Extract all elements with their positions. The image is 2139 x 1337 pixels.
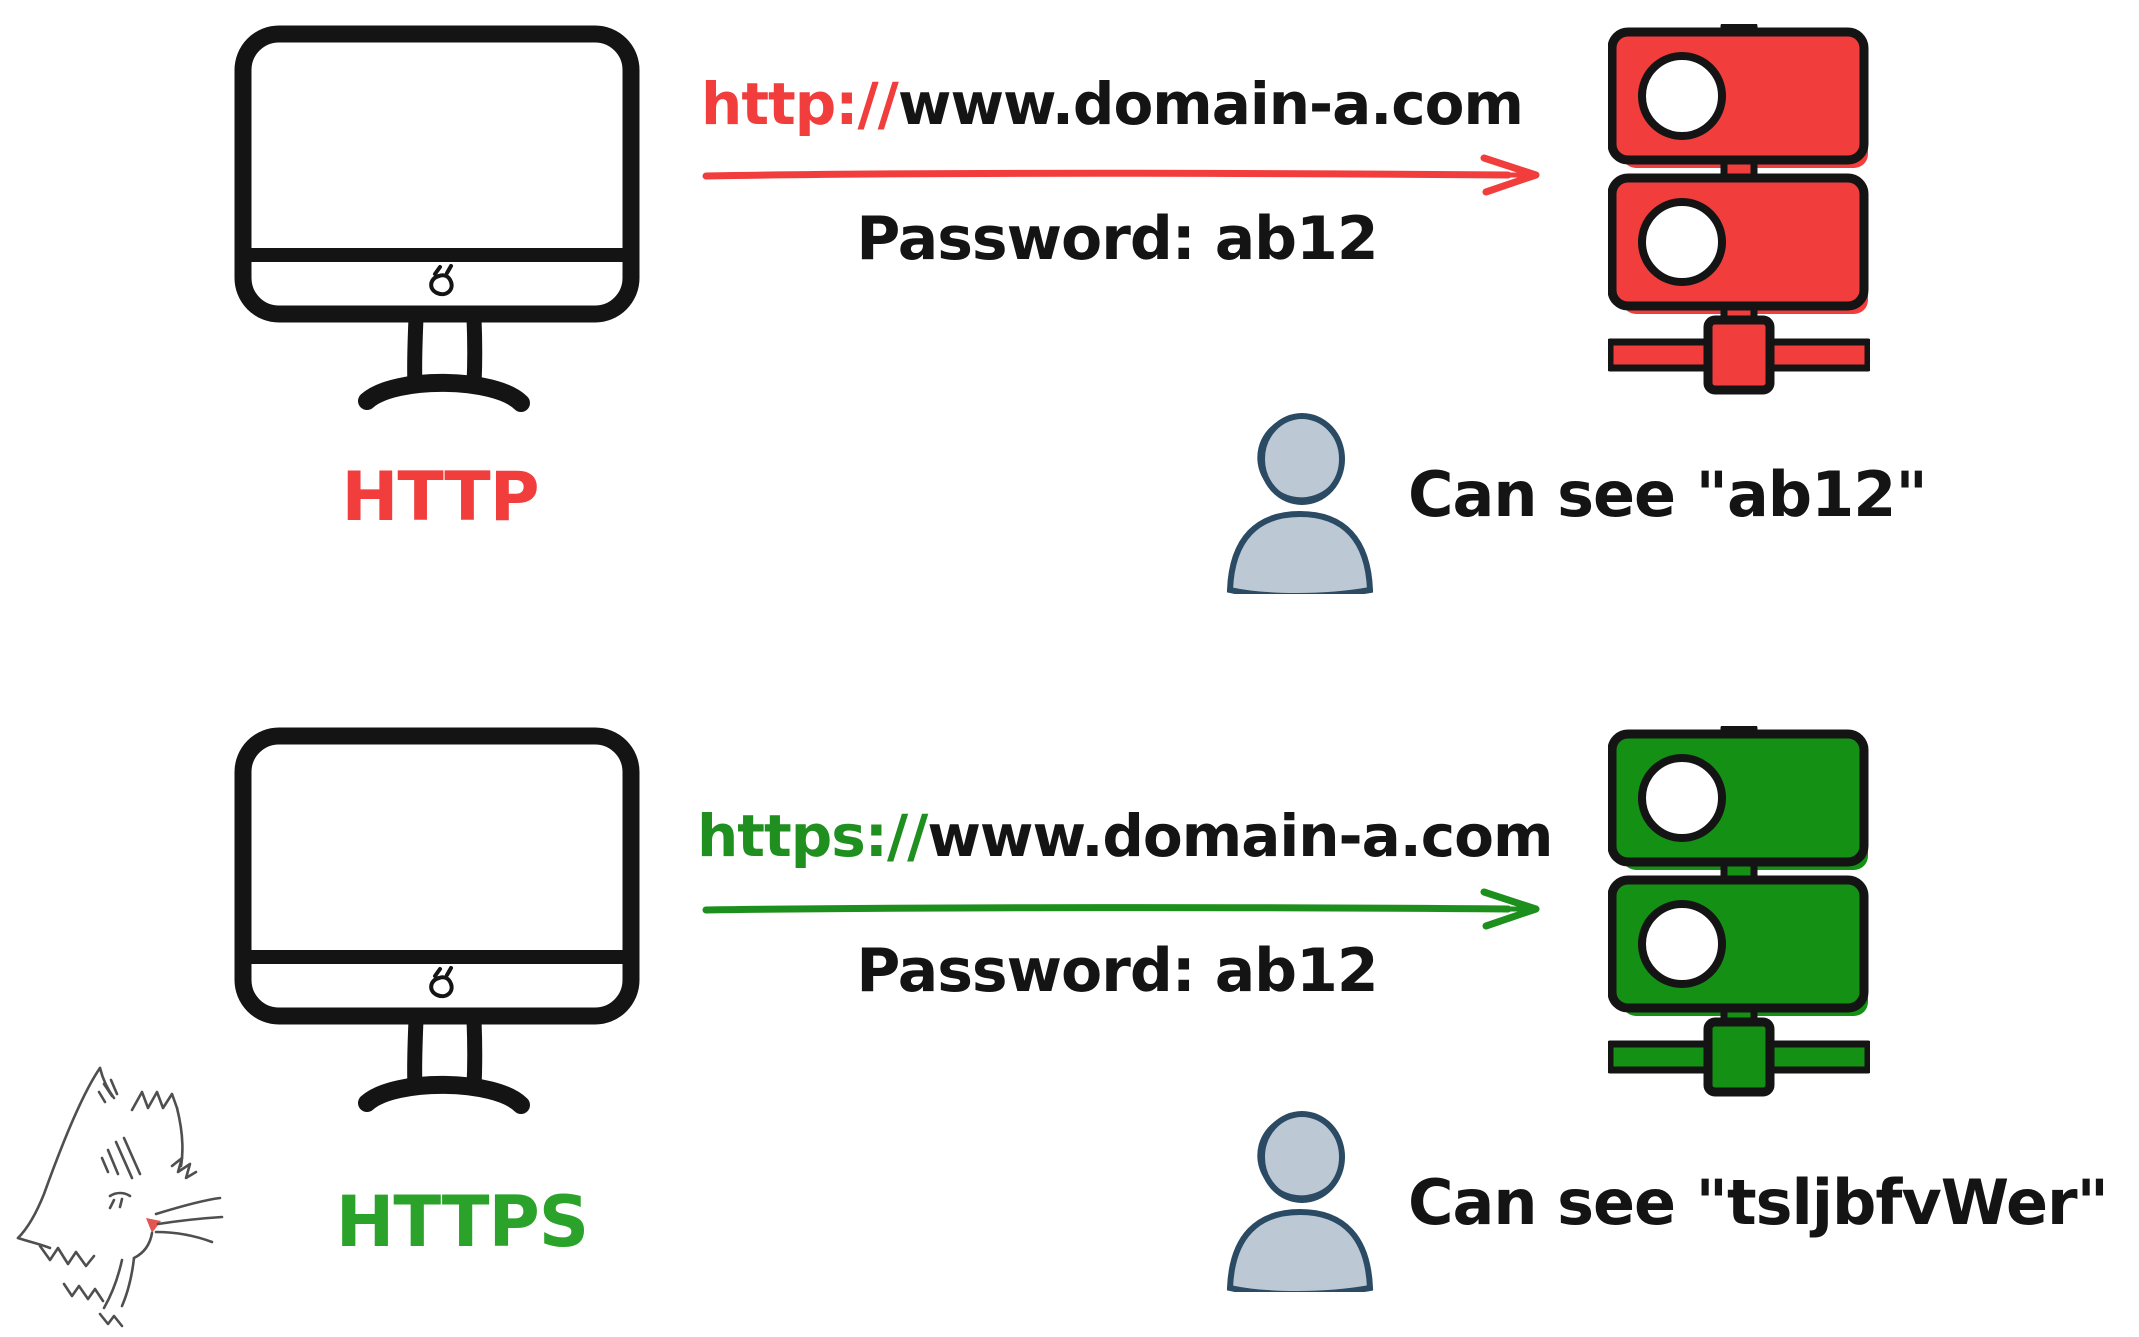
desktop-computer-icon xyxy=(234,727,640,1114)
computer-screen xyxy=(234,25,640,323)
protocol-label-https: HTTPS xyxy=(335,1181,589,1263)
server-foot-box xyxy=(1703,1017,1775,1097)
protocol-label-http: HTTP xyxy=(341,458,539,537)
url-host: www.domain-a.com xyxy=(897,70,1524,138)
eavesdropper-person-icon-http xyxy=(1226,413,1374,594)
cat-sketch xyxy=(16,1066,224,1328)
url-scheme-https: https:// xyxy=(697,802,928,870)
server-port-top xyxy=(1638,52,1726,140)
server-foot-box xyxy=(1703,315,1775,395)
transfer-arrow-http xyxy=(702,154,1540,196)
server-rack-icon-http xyxy=(1608,24,1870,395)
computer-stand-base xyxy=(358,373,530,412)
url-label-https: https://www.domain-a.com xyxy=(697,806,1553,867)
desktop-computer-icon xyxy=(234,25,640,412)
server-port-bottom xyxy=(1638,900,1726,988)
transfer-arrow-https xyxy=(702,888,1540,930)
eavesdropper-person-icon-https xyxy=(1226,1111,1374,1292)
password-label-https: Password: ab12 xyxy=(856,936,1378,1006)
url-label-http: http://www.domain-a.com xyxy=(697,74,1527,135)
url-scheme-http: http:// xyxy=(701,70,899,138)
password-label-http: Password: ab12 xyxy=(856,204,1378,274)
observer-note-https: Can see "tsljbfvWer" xyxy=(1408,1166,2109,1239)
url-host: www.domain-a.com xyxy=(927,802,1553,870)
computer-logo-doodle xyxy=(429,264,454,297)
computer-screen xyxy=(234,727,640,1025)
computer-logo-doodle xyxy=(429,966,454,999)
server-port-top xyxy=(1638,754,1726,842)
server-port-bottom xyxy=(1638,198,1726,286)
computer-stand-base xyxy=(358,1075,530,1114)
observer-note-http: Can see "ab12" xyxy=(1408,458,1928,531)
cat-nose xyxy=(146,1218,161,1233)
server-rack-icon-https xyxy=(1608,726,1870,1097)
